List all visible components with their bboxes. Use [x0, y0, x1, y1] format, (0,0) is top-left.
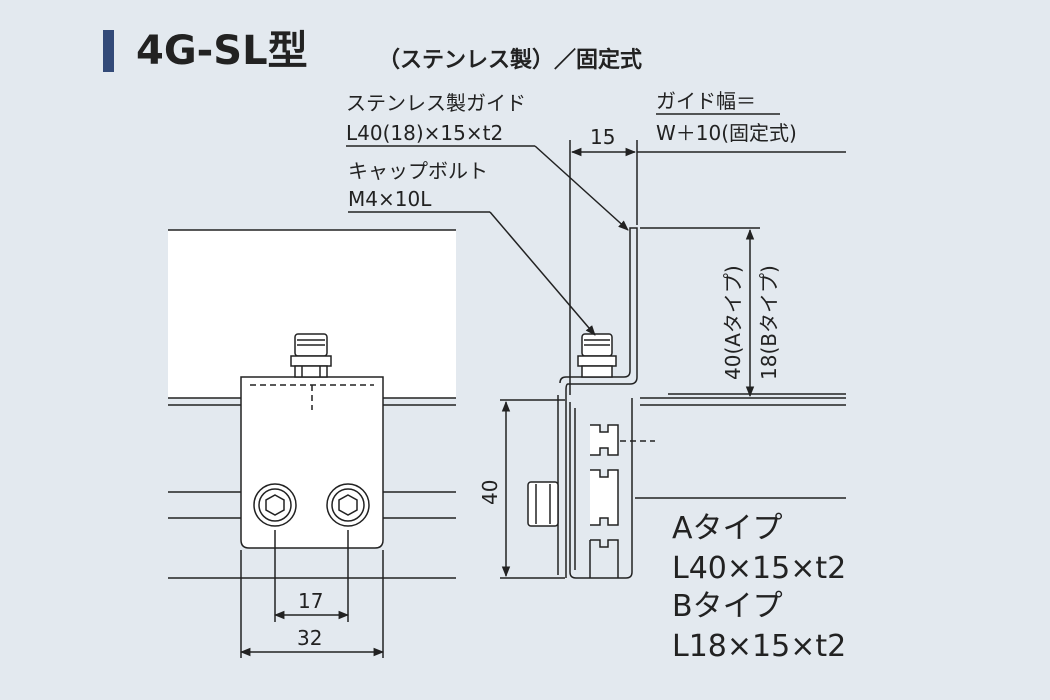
title-accent-bar — [103, 30, 114, 72]
dim-15-label: 15 — [590, 125, 615, 149]
bolt-leader — [489, 211, 596, 336]
hex-bolt-right — [326, 483, 370, 527]
type-b-name: Bタイプ — [672, 589, 783, 624]
stainless-guide — [559, 227, 638, 578]
guide-name-label: ステンレス製ガイド — [346, 91, 526, 115]
dim-32-label: 32 — [297, 626, 322, 650]
dim-40a-label: 40(Aタイプ) — [721, 265, 745, 380]
dim-40-label: 40 — [478, 480, 502, 505]
guide-width-label-1: ガイド幅＝ — [656, 89, 756, 113]
t-slot-1 — [590, 424, 619, 456]
front-view — [168, 229, 456, 658]
guide-width-label-2: W＋10(固定式) — [656, 121, 797, 145]
type-a-name: Aタイプ — [672, 511, 783, 546]
side-hex-bolt — [527, 481, 559, 527]
dim-18b-label: 18(Bタイプ) — [757, 265, 781, 380]
hex-bolt-left — [253, 483, 297, 527]
frame-panel — [168, 230, 456, 398]
side-view — [346, 113, 846, 579]
guide-leader — [534, 145, 629, 231]
page-subtitle: （ステンレス製）／固定式 — [378, 48, 643, 73]
bolt-washer — [290, 355, 332, 367]
t-slot-3 — [590, 539, 619, 578]
page-title: 4G-SL型 — [136, 28, 308, 74]
bolt-nut — [294, 365, 328, 378]
type-b-spec: L18×15×t2 — [672, 629, 846, 664]
bolt-spec-label: M4×10L — [348, 187, 432, 211]
type-a-spec: L40×15×t2 — [672, 551, 846, 586]
dim-17-label: 17 — [298, 589, 323, 613]
bolt-name-label: キャップボルト — [348, 159, 488, 183]
t-slot-2 — [590, 469, 619, 526]
guide-spec-label: L40(18)×15×t2 — [346, 121, 503, 145]
frame-profile — [569, 398, 633, 579]
